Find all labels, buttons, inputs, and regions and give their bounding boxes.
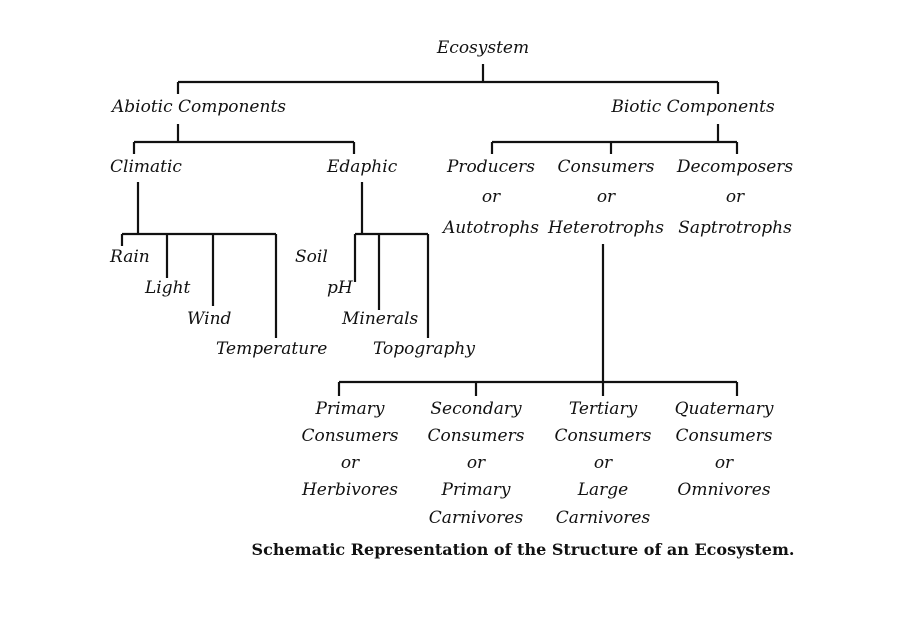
producers-or: or (481, 187, 501, 207)
quaternary-consumers-line1: Quaternary (674, 399, 774, 419)
secondary-consumers-line2: Consumers (427, 426, 525, 446)
quaternary-consumers-line2: Consumers (675, 426, 773, 446)
ecosystem-node: Ecosystem (436, 38, 530, 58)
tertiary-consumers-line3: or (593, 453, 613, 473)
producers-label: Producers (446, 157, 536, 177)
tertiary-consumers-line2: Consumers (554, 426, 652, 446)
autotrophs-label: Autotrophs (442, 218, 540, 238)
light-node: Light (145, 278, 191, 298)
decomposers-label: Decomposers (676, 157, 794, 177)
topography-node: Topography (373, 339, 475, 359)
primary-consumers-line3: or (340, 453, 360, 473)
abiotic-components-node: Abiotic Components (111, 97, 287, 117)
primary-consumers-line2: Consumers (301, 426, 399, 446)
ph-node: pH (327, 278, 353, 298)
climatic-node: Climatic (110, 157, 182, 177)
quaternary-consumers-line3: or (714, 453, 734, 473)
temperature-node: Temperature (216, 339, 328, 359)
minerals-node: Minerals (342, 309, 419, 329)
wind-node: Wind (187, 309, 232, 329)
heterotrophs-label: Heterotrophs (548, 218, 664, 238)
soil-node: Soil (295, 247, 328, 267)
consumers-or: or (596, 187, 616, 207)
decomposers-or: or (725, 187, 745, 207)
primary-consumers-line4: Herbivores (301, 480, 399, 500)
saptrotrophs-label: Saptrotrophs (678, 218, 792, 238)
secondary-consumers-line1: Secondary (430, 399, 522, 419)
secondary-consumers-line4: Primary (441, 480, 511, 500)
biotic-components-node: Biotic Components (611, 97, 775, 117)
secondary-consumers-line3: or (466, 453, 486, 473)
tertiary-consumers-line5: Carnivores (555, 508, 651, 528)
figure-caption: Schematic Representation of the Structur… (251, 540, 795, 559)
edaphic-node: Edaphic (327, 157, 398, 177)
secondary-consumers-line5: Carnivores (428, 508, 524, 528)
rain-node: Rain (110, 247, 150, 267)
consumers-label: Consumers (557, 157, 655, 177)
tertiary-consumers-line1: Tertiary (568, 399, 638, 419)
quaternary-consumers-line4: Omnivores (677, 480, 771, 500)
primary-consumers-line1: Primary (315, 399, 385, 419)
tertiary-consumers-line4: Large (577, 480, 629, 500)
